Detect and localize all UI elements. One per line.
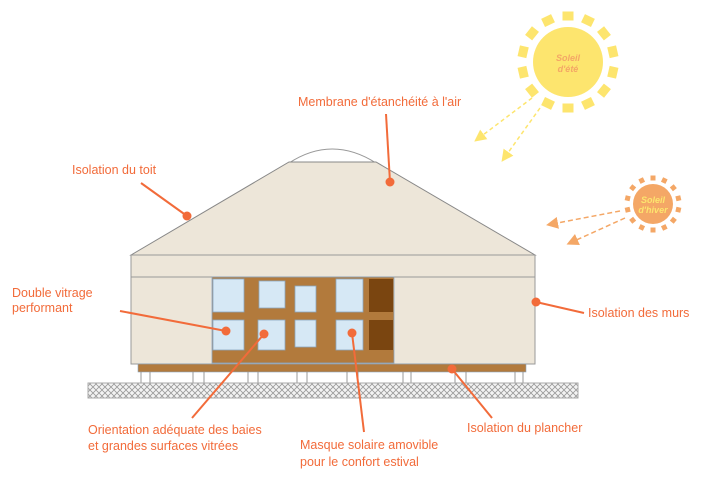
- winter-ray-arrow: [566, 217, 626, 245]
- sun-ray: [541, 14, 555, 27]
- sun-ray: [607, 65, 619, 79]
- label-double-glazing: Double vitrage: [12, 286, 93, 300]
- sun-ray: [638, 224, 646, 231]
- callout-dots: [182, 177, 541, 374]
- sun-ray: [562, 11, 574, 21]
- sun-ray: [629, 184, 637, 192]
- winter-sun-label-2: d'hiver: [638, 205, 668, 215]
- sun-ray: [581, 14, 595, 27]
- summer-sun-rays: [517, 11, 619, 113]
- yurt: [87, 148, 579, 399]
- ground: [87, 382, 579, 399]
- sun-ray: [607, 45, 619, 59]
- sun-ray: [669, 184, 677, 192]
- sun-ray: [675, 206, 682, 213]
- sun-ray: [650, 175, 656, 181]
- sun-ray: [597, 26, 611, 41]
- summer-ray-arrow: [501, 107, 541, 162]
- sun-ray: [675, 195, 682, 202]
- label-roof-insulation: Isolation du toit: [72, 163, 157, 177]
- shade-panel: [369, 320, 393, 350]
- sun-ray: [562, 103, 574, 113]
- summer-sun-label-2: d'été: [558, 64, 579, 74]
- summer-ray-arrow: [474, 97, 533, 142]
- sun-ray: [624, 206, 631, 213]
- sun-ray: [669, 216, 677, 224]
- label-orientation: Orientation adéquate des baies: [88, 423, 262, 437]
- sun-ray: [541, 97, 555, 110]
- label-solar-shade: Masque solaire amovible: [300, 438, 438, 452]
- label-floor-insulation: Isolation du plancher: [467, 421, 582, 435]
- floor-posts: [140, 372, 524, 383]
- winter-sun-rays: [624, 175, 682, 233]
- roof: [129, 161, 537, 256]
- label-membrane: Membrane d'étanchéité à l'air: [298, 95, 461, 109]
- sun-ray: [581, 97, 595, 110]
- summer-sun: Soleil d'été: [474, 11, 619, 162]
- sun-ray: [624, 195, 631, 202]
- sun-ray: [660, 177, 668, 184]
- wall-top-band: [130, 254, 536, 278]
- floor: [137, 363, 527, 373]
- callout-lines: [119, 113, 585, 433]
- sun-ray: [629, 216, 637, 224]
- sun-ray: [638, 177, 646, 184]
- sun-ray: [525, 26, 539, 41]
- label-solar-shade-2: pour le confort estival: [300, 455, 419, 469]
- winter-ray-arrow: [546, 210, 621, 229]
- winter-sun-label: Soleil: [641, 195, 666, 205]
- sun-ray: [660, 224, 668, 231]
- sun-ray: [597, 83, 611, 98]
- sun-ray: [650, 227, 656, 233]
- summer-sun-label: Soleil: [556, 53, 581, 63]
- label-wall-insulation: Isolation des murs: [588, 306, 689, 320]
- winter-sun: Soleil d'hiver: [546, 175, 682, 245]
- shade-panel: [369, 279, 393, 312]
- sun-ray: [517, 45, 529, 59]
- roof-dome: [288, 148, 377, 164]
- label-orientation-2: et grandes surfaces vitrées: [88, 439, 238, 453]
- sun-ray: [525, 83, 539, 98]
- label-double-glazing-2: performant: [12, 301, 73, 315]
- sun-ray: [517, 65, 529, 79]
